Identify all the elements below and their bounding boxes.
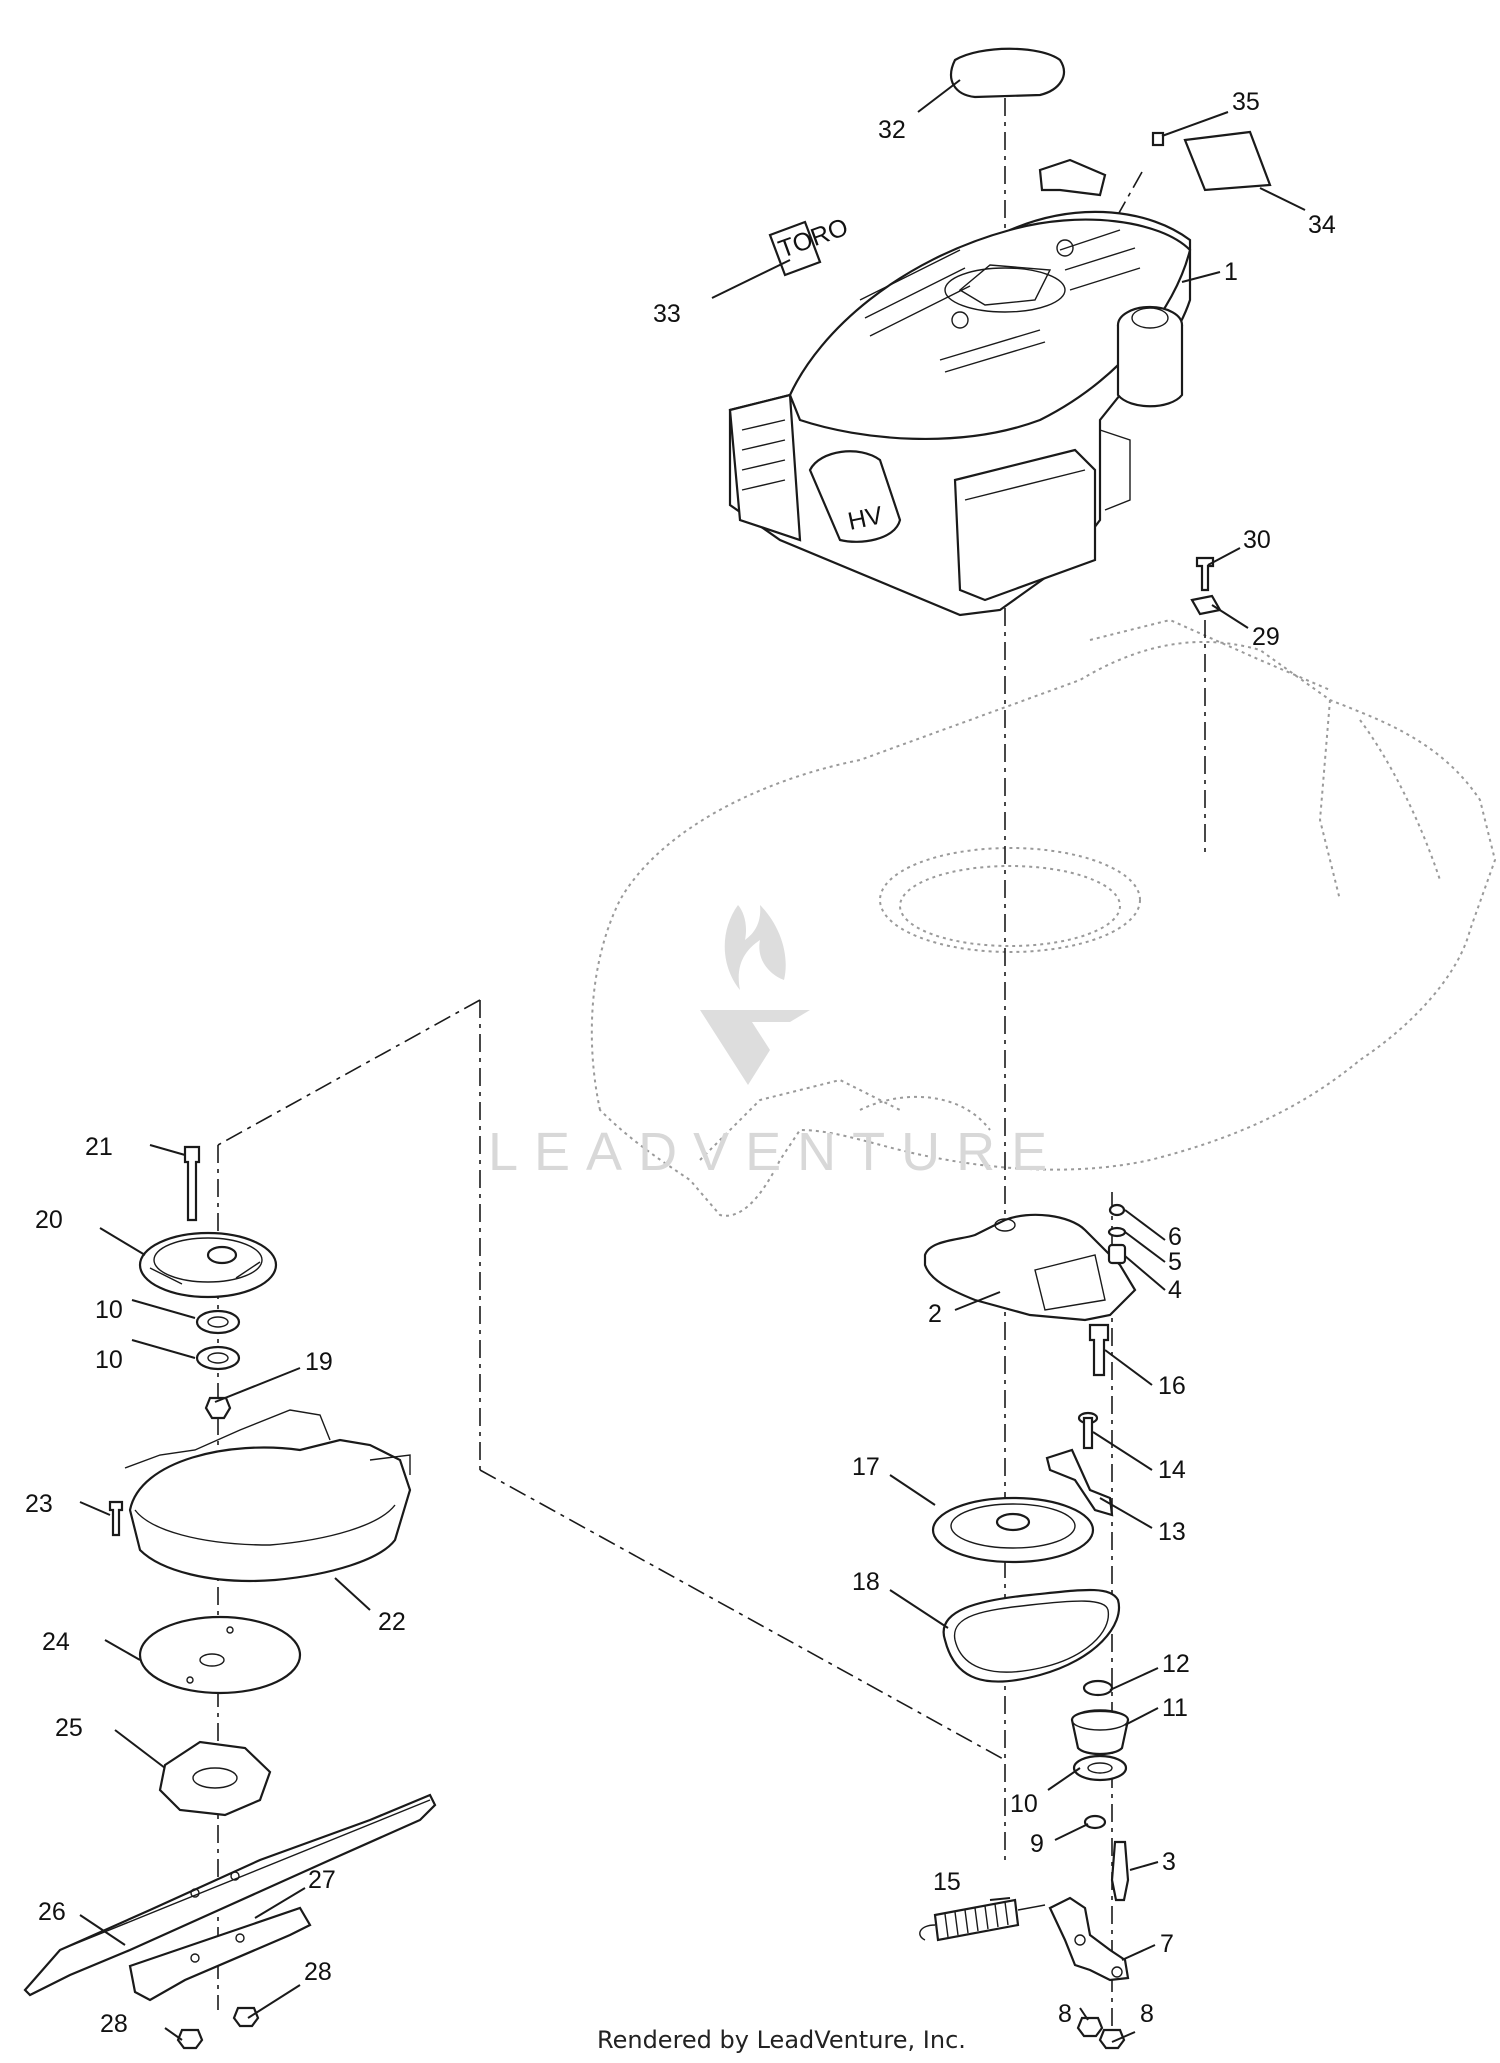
small-parts-4-5-6 xyxy=(1107,1203,1127,1265)
callout-10-lower: 10 xyxy=(95,1346,123,1374)
callout-13: 13 xyxy=(1158,1518,1186,1546)
callout-20: 20 xyxy=(35,1206,63,1234)
callout-33: 33 xyxy=(653,300,681,328)
nut-8-left xyxy=(1076,2016,1104,2038)
callout-28-left: 28 xyxy=(100,2010,128,2038)
callout-35: 35 xyxy=(1232,88,1260,116)
callout-17: 17 xyxy=(852,1453,880,1481)
callout-22: 22 xyxy=(378,1608,406,1636)
clip-29 xyxy=(1190,594,1222,616)
callout-15: 15 xyxy=(933,1868,961,1896)
nut-28-left xyxy=(176,2028,204,2050)
bracket-2 xyxy=(923,1213,1137,1322)
adapter-25 xyxy=(158,1740,272,1817)
callout-32: 32 xyxy=(878,116,906,144)
callout-8-left: 8 xyxy=(1058,2000,1072,2028)
idler-arm-7 xyxy=(1048,1896,1130,1982)
callout-24: 24 xyxy=(42,1628,70,1656)
bracket-13 xyxy=(1045,1448,1114,1517)
baffle-27 xyxy=(128,1906,312,2002)
washer-12 xyxy=(1082,1679,1114,1697)
callout-12: 12 xyxy=(1162,1650,1190,1678)
callout-14: 14 xyxy=(1158,1456,1186,1484)
brake-housing-22 xyxy=(124,1409,412,1583)
watermark-logo: LEADVENTURE xyxy=(488,905,1063,1182)
callout-10-right: 10 xyxy=(1010,1790,1038,1818)
engine-assembly: HV xyxy=(728,158,1192,617)
nut-9 xyxy=(1083,1814,1107,1830)
callout-25: 25 xyxy=(55,1714,83,1742)
stud-3 xyxy=(1110,1840,1130,1902)
callout-11: 11 xyxy=(1162,1694,1188,1722)
pulley-20 xyxy=(138,1231,278,1299)
callout-23: 23 xyxy=(25,1490,53,1518)
callout-21: 21 xyxy=(85,1133,113,1161)
spring-15 xyxy=(919,1898,1046,1942)
callout-19: 19 xyxy=(305,1348,333,1376)
decal-32 xyxy=(949,47,1065,99)
callout-1: 1 xyxy=(1224,258,1238,286)
callout-29: 29 xyxy=(1252,623,1280,651)
bearing-10-right xyxy=(1072,1754,1128,1782)
callout-18: 18 xyxy=(852,1568,880,1596)
callout-leader-lines xyxy=(79,79,1306,2043)
callout-16: 16 xyxy=(1158,1372,1186,1400)
callout-8-right: 8 xyxy=(1140,2000,1154,2028)
blade-26 xyxy=(23,1793,437,1997)
callout-27: 27 xyxy=(308,1866,336,1894)
screw-30 xyxy=(1195,556,1215,592)
watermark-text: LEADVENTURE xyxy=(488,1122,1063,1182)
callout-4: 4 xyxy=(1168,1276,1182,1304)
toro-decal-33: TORO xyxy=(768,213,852,277)
pin-14 xyxy=(1077,1411,1099,1450)
callout-labels: 1 2 3 4 5 6 7 8 8 9 10 11 12 13 14 15 16… xyxy=(25,88,1336,2038)
callout-10-upper: 10 xyxy=(95,1296,123,1324)
callout-6: 6 xyxy=(1168,1223,1182,1251)
decal-34 xyxy=(1183,130,1272,192)
screw-35 xyxy=(1151,131,1165,147)
idler-11 xyxy=(1070,1709,1130,1756)
nut-8-right xyxy=(1098,2028,1126,2050)
pulley-17 xyxy=(931,1496,1095,1564)
callout-34: 34 xyxy=(1308,211,1336,239)
mower-deck-outline xyxy=(590,618,1497,1217)
nut-28-right xyxy=(232,2006,260,2028)
plate-24 xyxy=(138,1615,302,1695)
footer-credit: Rendered by LeadVenture, Inc. xyxy=(597,2026,966,2054)
callout-30: 30 xyxy=(1243,526,1271,554)
belt-18 xyxy=(942,1588,1121,1683)
callout-5: 5 xyxy=(1168,1248,1182,1276)
screw-23 xyxy=(108,1500,124,1537)
callout-28-right: 28 xyxy=(304,1958,332,1986)
callout-7: 7 xyxy=(1160,1930,1174,1958)
callout-26: 26 xyxy=(38,1898,66,1926)
callout-9: 9 xyxy=(1030,1830,1044,1858)
bolt-21 xyxy=(183,1145,201,1222)
callout-3: 3 xyxy=(1162,1848,1176,1876)
shoulder-bolt-16 xyxy=(1088,1323,1110,1377)
bearing-10-upper xyxy=(195,1309,241,1335)
callout-2: 2 xyxy=(928,1300,942,1328)
bearing-10-lower xyxy=(195,1345,241,1371)
